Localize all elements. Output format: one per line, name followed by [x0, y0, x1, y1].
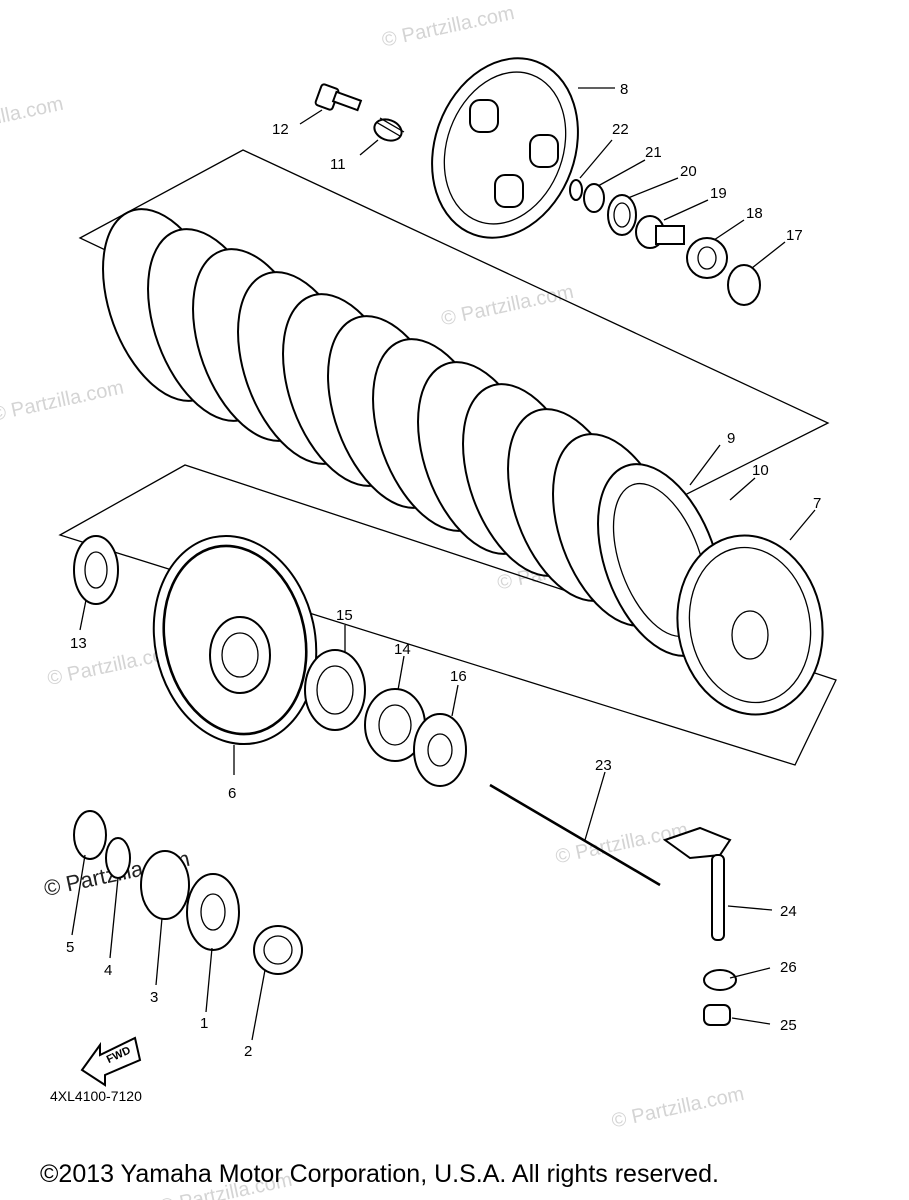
oil-seal: [703, 969, 737, 991]
label-16: 16: [450, 668, 467, 685]
washer-16: [413, 713, 467, 787]
thrust-washer: [73, 535, 119, 605]
label-11: 11: [330, 156, 346, 173]
label-23: 23: [595, 757, 612, 774]
spring: [373, 117, 405, 142]
lock-washer: [727, 264, 761, 306]
gear-1: [186, 873, 240, 951]
label-24: 24: [780, 903, 797, 920]
watermark: © Partzilla.com: [380, 2, 516, 52]
label-25: 25: [780, 1017, 797, 1034]
label-21: 21: [645, 144, 662, 161]
label-8: 8: [620, 81, 628, 98]
watermark: © Partzilla.com: [439, 281, 575, 331]
fwd-arrow-icon: FWD: [80, 1036, 142, 1087]
label-12: 12: [272, 121, 289, 138]
label-17: 17: [786, 227, 803, 244]
part-labels: 8 12 11 22 21 20 19 18 17 9 10 7 13 15 1…: [66, 81, 821, 1060]
nut: [686, 237, 728, 279]
clutch-boss: [676, 534, 824, 716]
nut-5: [73, 810, 107, 860]
label-22: 22: [612, 121, 629, 138]
hub-outline: [58, 464, 837, 766]
label-2: 2: [244, 1043, 252, 1060]
watermark: © Partzilla.com: [610, 1083, 746, 1133]
label-9: 9: [727, 430, 735, 447]
gear-3: [140, 850, 190, 920]
label-26: 26: [780, 959, 797, 976]
small-parts-right: [569, 179, 761, 306]
primary-driven-gear: [152, 534, 318, 746]
bearing: [607, 194, 637, 236]
label-10: 10: [752, 462, 769, 479]
lock-washer-4: [105, 837, 131, 879]
label-15: 15: [336, 607, 353, 624]
label-5: 5: [66, 939, 74, 956]
label-4: 4: [104, 962, 112, 979]
copyright-text: ©2013 Yamaha Motor Corporation, U.S.A. A…: [40, 1160, 719, 1188]
pressure-plate: [431, 57, 579, 239]
label-3: 3: [150, 989, 158, 1006]
circlip: [569, 179, 583, 201]
watermark: © Partzilla.com: [0, 93, 65, 143]
label-18: 18: [746, 205, 763, 222]
label-6: 6: [228, 785, 236, 802]
part-code: 4XL4100-7120: [50, 1088, 142, 1104]
leader-lines: [71, 87, 816, 1041]
washer: [583, 183, 605, 213]
needle-bearing: [304, 649, 366, 731]
bearing-25: [703, 1004, 731, 1026]
label-7: 7: [813, 495, 821, 512]
bushing-2: [253, 925, 303, 975]
label-20: 20: [680, 163, 697, 180]
clutch-plate-stack: [102, 208, 723, 657]
label-13: 13: [70, 635, 87, 652]
push-lever: [662, 826, 732, 941]
label-19: 19: [710, 185, 727, 202]
watermark: © Partzilla.com: [0, 376, 126, 426]
label-1: 1: [200, 1015, 208, 1032]
bolt: [314, 83, 363, 112]
push-rod-long: [489, 783, 661, 887]
label-14: 14: [394, 641, 411, 658]
